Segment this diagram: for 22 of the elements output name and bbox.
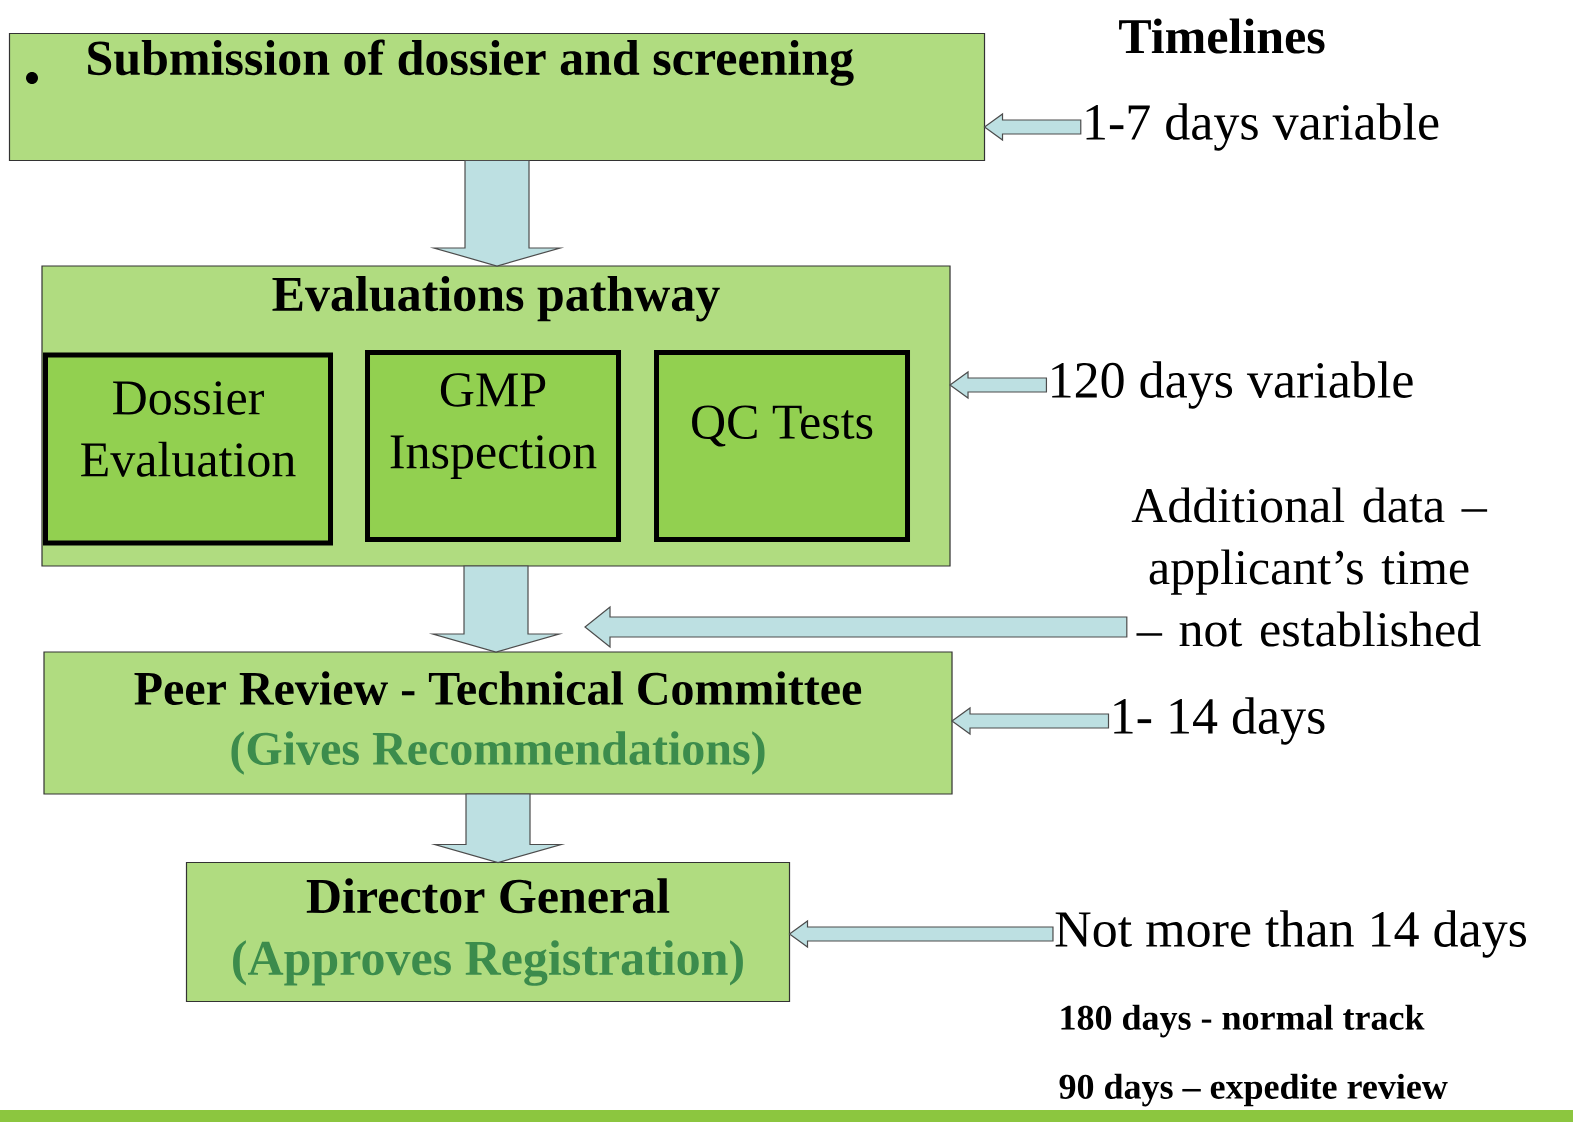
process-box: Director General (Approves Registration) (185, 861, 791, 1003)
task-box: QC Tests (654, 350, 910, 542)
block-arrow (430, 793, 566, 864)
heading: Timelines (1119, 18, 1325, 54)
process-box: Submission of dossier and screening (8, 32, 986, 162)
note-text: 90 days – expedite review (1059, 1073, 1448, 1107)
note-text: 180 days - normal track (1061, 1004, 1425, 1038)
timeline-text: 120 days variable (1052, 361, 1413, 409)
timeline-text: 1- 14 days (1114, 697, 1325, 745)
block-arrow (983, 112, 1082, 142)
timeline-text: Not more than 14 days (1055, 910, 1526, 958)
block-arrow (951, 706, 1110, 736)
task-box: GMP Inspection (365, 350, 621, 542)
timeline-text: Additional data – applicant’s time – not established (1131, 487, 1488, 647)
block-arrow (428, 565, 564, 653)
block-arrow (949, 370, 1048, 400)
block-arrow (788, 919, 1054, 949)
task-box: Dossier Evaluation (43, 352, 333, 546)
block-arrow (584, 605, 1128, 649)
timeline-text: 1-7 days variable (1086, 103, 1439, 151)
block-arrow (429, 159, 565, 267)
process-box: Peer Review - Technical Committee (Gives Recommendations) (43, 651, 953, 795)
